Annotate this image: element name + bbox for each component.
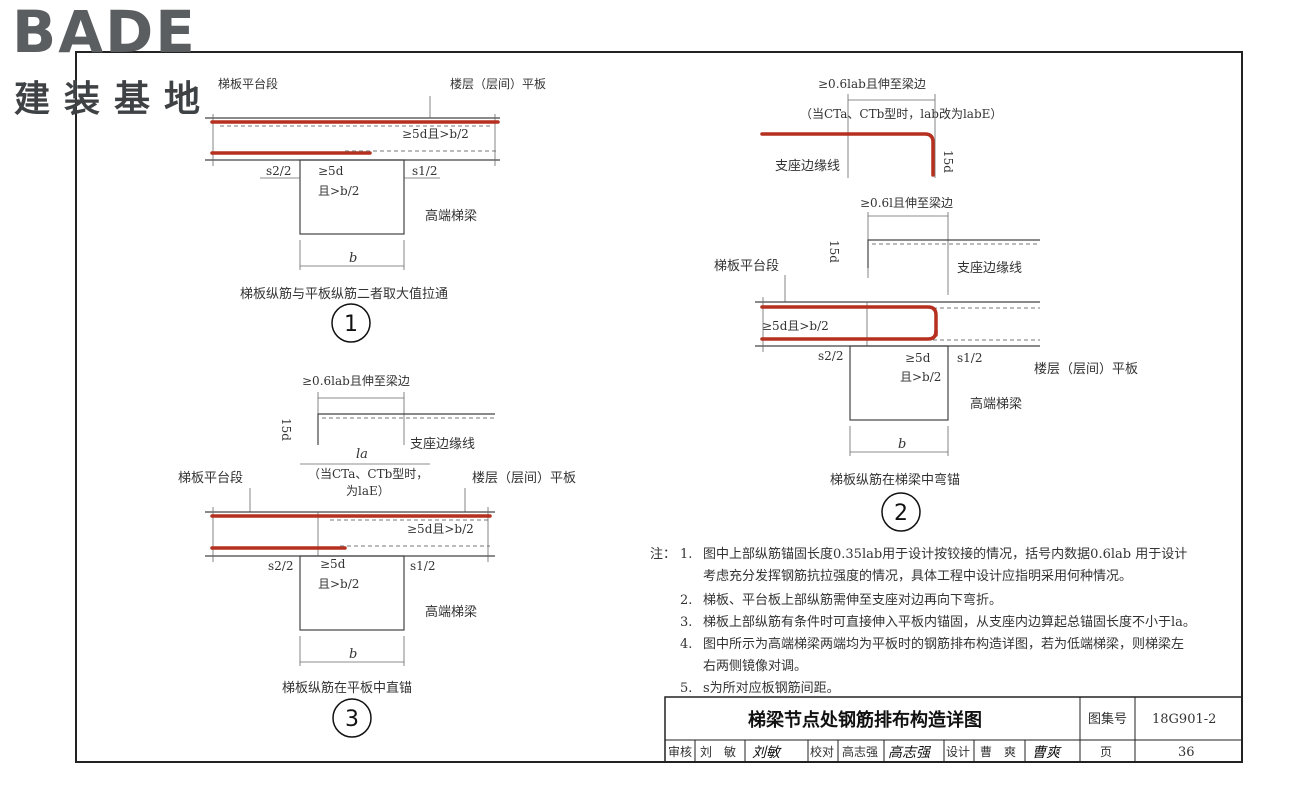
note-3-num: 3. — [680, 615, 692, 630]
note-2-line-1: 梯板、平台板上部纵筋需伸至支座对边再向下弯折。 — [703, 592, 1002, 608]
detail2-support-edge2: 支座边缘线 — [957, 261, 1022, 276]
detail3-beam-label: 高端梯梁 — [425, 604, 477, 620]
detail1-number: 1 — [344, 312, 358, 337]
detail2-anchor-top2: ≥0.6l且伸至梁边 — [860, 195, 953, 210]
detail3-stair-slab-label: 梯板平台段 — [178, 471, 243, 486]
detail2-dim-5d-b2: ≥5d且>b/2 — [762, 319, 829, 333]
note-1-line-2: 考虑充分发挥钢筋抗拉强度的情况，具体工程中设计应指明采用何种情况。 — [703, 568, 1132, 584]
note-1-num: 1. — [680, 547, 692, 562]
detail2-dim-s2: s2/2 — [818, 349, 843, 363]
title-block-review-label: 审核 — [668, 744, 692, 759]
detail3-dim-b: b — [349, 647, 357, 662]
title-block-reviewer: 刘 敏 — [700, 744, 736, 759]
detail1-dim-s1: s1/2 — [412, 164, 437, 178]
title-block-checker: 高志强 — [842, 744, 878, 759]
detail3-dim-s1: s1/2 — [410, 559, 435, 573]
detail2-dim-b2: 且>b/2 — [900, 370, 941, 384]
note-3-line-1: 梯板上部纵筋有条件时可直接伸入平板内锚固，从支座内边算起总锚固长度不小于la。 — [703, 614, 1196, 630]
title-block-reviewer-signature: 刘敏 — [752, 745, 782, 761]
note-4-line-1: 图中所示为高端梯梁两端均为平板时的钢筋排布构造详图，若为低端梯梁，则梯梁左 — [703, 636, 1184, 652]
detail1-floor-slab-label: 楼层（层间）平板 — [450, 76, 546, 91]
detail3-la: la — [356, 447, 368, 462]
detail2-bottom-rebar — [760, 329, 938, 341]
title-block-designer: 曹 爽 — [980, 745, 1016, 759]
detail1-dim-s2: s2/2 — [266, 164, 291, 178]
detail2-floor-slab-label: 楼层（层间）平板 — [1034, 362, 1138, 377]
detail-1: 楼层（层间）平板 梯板平台段 ≥5d且>b/2 s2/2 ≥5d 且>b/2 s… — [205, 76, 546, 343]
detail2-number-circle — [881, 492, 921, 532]
detail2-dim-b: b — [898, 437, 906, 452]
title-block-atlas-no: 18G901-2 — [1152, 712, 1216, 727]
detail3-dim-5d-b2: ≥5d且>b/2 — [407, 522, 474, 536]
note-4-line-2: 右两侧镜像对调。 — [703, 659, 807, 674]
detail3-dim-b2: 且>b/2 — [318, 577, 359, 591]
detail3-number: 3 — [345, 707, 359, 732]
detail2-dim-15d: 15d — [941, 150, 955, 173]
detail1-number-circle — [331, 303, 371, 343]
notes: 注： 1. 图中上部纵筋锚固长度0.35lab用于设计按铰接的情况，括号内数据0… — [650, 546, 1196, 696]
detail1-caption: 梯板纵筋与平板纵筋二者取大值拉通 — [240, 286, 448, 302]
detail2-bent-rebar-sample — [760, 132, 935, 177]
detail2-dim-15d-2: 15d — [827, 240, 841, 263]
bade-logo: BADE 建装基地 — [8, 0, 253, 120]
title-block-page-label: 页 — [1100, 745, 1112, 759]
detail2-number: 2 — [894, 501, 908, 526]
detail2-dim-s1: s1/2 — [957, 351, 982, 365]
detail1-dim-b: b — [349, 251, 357, 266]
detail1-stair-slab-label: 梯板平台段 — [218, 76, 278, 91]
notes-prefix: 注： — [650, 547, 676, 562]
note-5-num: 5. — [680, 681, 692, 696]
detail-2: ≥0.6lab且伸至梁边 （当CTa、CTb型时，lab改为labE） 15d … — [714, 76, 1138, 532]
title-block-designer-signature: 曹爽 — [1032, 745, 1062, 761]
sheet-frame — [75, 51, 1243, 763]
note-1-line-1: 图中上部纵筋锚固长度0.35lab用于设计按铰接的情况，括号内数据0.6lab … — [703, 546, 1187, 562]
detail2-anchor-note: （当CTa、CTb型时，lab改为labE） — [800, 107, 1002, 121]
detail2-beam-label: 高端梯梁 — [970, 396, 1022, 412]
title-block-page-no: 36 — [1178, 745, 1195, 760]
logo-subtitle: 建装基地 — [14, 79, 215, 120]
detail3-floor-slab-label: 楼层（层间）平板 — [472, 471, 576, 486]
title-block: 梯梁节点处钢筋排布构造详图 图集号 18G901-2 审核 刘 敏 刘敏 校对 … — [664, 696, 1243, 763]
detail3-note2: 为laE） — [346, 484, 390, 498]
logo-brand: BADE — [12, 0, 197, 66]
detail1-dim-5d-b2: ≥5d且>b/2 — [402, 127, 469, 141]
title-block-checker-signature: 高志强 — [888, 745, 932, 761]
detail2-dim-5d: ≥5d — [905, 351, 931, 365]
detail3-number-circle — [332, 698, 372, 738]
title-block-title: 梯梁节点处钢筋排布构造详图 — [748, 709, 982, 731]
detail3-support-edge: 支座边缘线 — [410, 437, 475, 452]
title-block-check-label: 校对 — [810, 744, 834, 759]
detail2-support-edge: 支座边缘线 — [775, 159, 840, 174]
detail1-beam-label: 高端梯梁 — [425, 208, 477, 224]
detail3-dim-5d: ≥5d — [320, 557, 346, 571]
detail2-stair-slab-label: 梯板平台段 — [714, 259, 779, 274]
note-2-num: 2. — [680, 593, 692, 608]
detail3-caption: 梯板纵筋在平板中直锚 — [282, 680, 412, 696]
detail1-dim-5d: ≥5d — [318, 164, 344, 178]
detail3-dim-s2: s2/2 — [268, 559, 293, 573]
detail2-top-rebar — [760, 305, 938, 337]
title-block-atlas-label: 图集号 — [1088, 711, 1127, 727]
detail3-anchor-top: ≥0.6lab且伸至梁边 — [302, 373, 410, 388]
title-block-design-label: 设计 — [946, 745, 970, 759]
note-4-num: 4. — [680, 637, 692, 652]
detail3-dim-15d: 15d — [279, 418, 293, 441]
detail3-note1: （当CTa、CTb型时， — [308, 467, 428, 481]
detail1-dim-b2: 且>b/2 — [318, 184, 359, 198]
detail2-anchor-top: ≥0.6lab且伸至梁边 — [818, 76, 926, 91]
detail2-caption: 梯板纵筋在梯梁中弯锚 — [830, 472, 960, 488]
note-5-line-1: s为所对应板钢筋间距。 — [703, 680, 840, 696]
detail-3: ≥0.6lab且伸至梁边 15d la 支座边缘线 （当CTa、CTb型时， 为… — [178, 373, 576, 738]
